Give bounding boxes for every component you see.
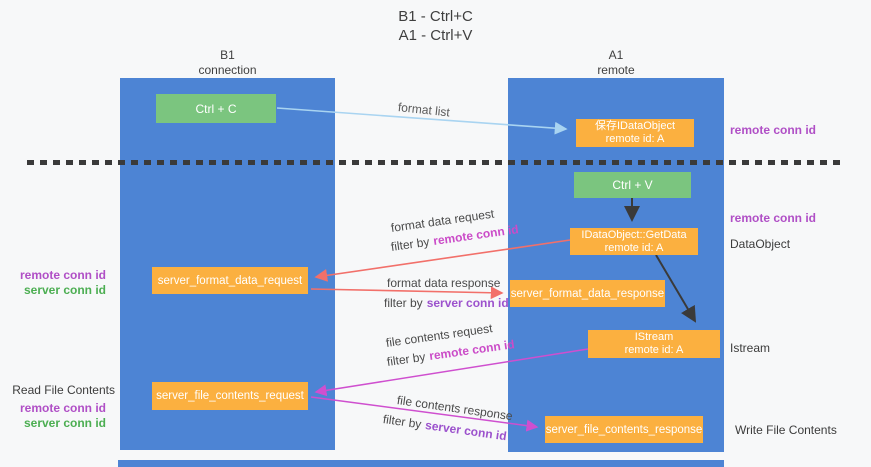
server-format-data-request-label: server_format_data_request [157,274,303,287]
copy-paste-phase-separator [27,160,844,165]
lane-b1-role: connection [198,63,257,77]
write-file-contents-label: Write File Contents [735,423,837,437]
lane-header-a1: A1 remote [508,48,724,78]
server-conn-id-inline: server conn id [424,418,508,444]
server-conn-id-label-left-1: server conn id [23,283,106,297]
left-conn-id-pair-2: remote conn id server conn id [14,401,106,431]
title-line-2: A1 - Ctrl+V [398,27,473,44]
save-idataobject-line1: 保存IDataObject [594,120,676,132]
read-file-contents-label: Read File Contents [12,383,115,397]
server-file-contents-request-label: server_file_contents_request [156,390,304,402]
server-conn-id-inline: server conn id [426,296,509,310]
title-line-1: B1 - Ctrl+C [398,8,473,25]
format-data-response-label: format data response [387,276,501,290]
getdata-line2: remote id: A [604,241,664,254]
server-format-data-response-label: server_format_data_response [510,287,665,300]
istream-line2: remote id: A [624,344,684,356]
server-file-contents-response-label: server_file_contents_response [545,423,703,436]
filter-by-text: filter by [382,412,423,432]
remote-conn-id-label-left-2: remote conn id [19,401,106,415]
remote-conn-id-label-mid: remote conn id [730,211,817,225]
left-conn-id-pair-1: remote conn id server conn id [14,268,106,298]
istream-side-label: Istream [730,341,771,355]
server-file-contents-request-box: server_file_contents_request [152,382,308,410]
lane-b1-name: B1 [220,48,235,62]
lane-a1-role: remote [597,63,635,77]
ctrl-c-box: Ctrl + C [156,94,276,123]
format-list-label: format list [397,100,451,120]
dataobject-label: DataObject [730,237,791,251]
istream-box: IStream remote id: A [588,330,720,358]
getdata-line1: IDataObject::GetData [581,228,687,241]
ctrl-v-label: Ctrl + V [612,178,653,192]
lane-a1-name: A1 [608,48,624,62]
remote-conn-id-label-top: remote conn id [730,123,817,137]
save-idataobject-line2: remote id: A [605,133,665,145]
ctrl-v-box: Ctrl + V [574,172,691,198]
filter-by-text: filter by [386,349,427,369]
filter-by-text: filter by [390,234,431,254]
lane-header-b1: B1 connection [120,48,335,78]
server-format-data-response-box: server_format_data_response [510,280,665,307]
idataobject-getdata-box: IDataObject::GetData remote id: A [570,228,698,255]
server-file-contents-response-box: server_file_contents_response [545,416,703,443]
server-conn-id-label-left-2: server conn id [23,416,106,430]
filter-by-text: filter by [384,296,423,310]
page-title: B1 - Ctrl+C A1 - Ctrl+V [0,7,871,45]
server-format-data-request-box: server_format_data_request [152,267,308,294]
istream-line1: IStream [634,331,674,343]
save-idataobject-box: 保存IDataObject remote id: A [576,119,694,147]
remote-conn-id-label-left-1: remote conn id [19,268,106,282]
ctrl-c-label: Ctrl + C [195,101,237,116]
lane-bottom-strip [118,460,724,467]
